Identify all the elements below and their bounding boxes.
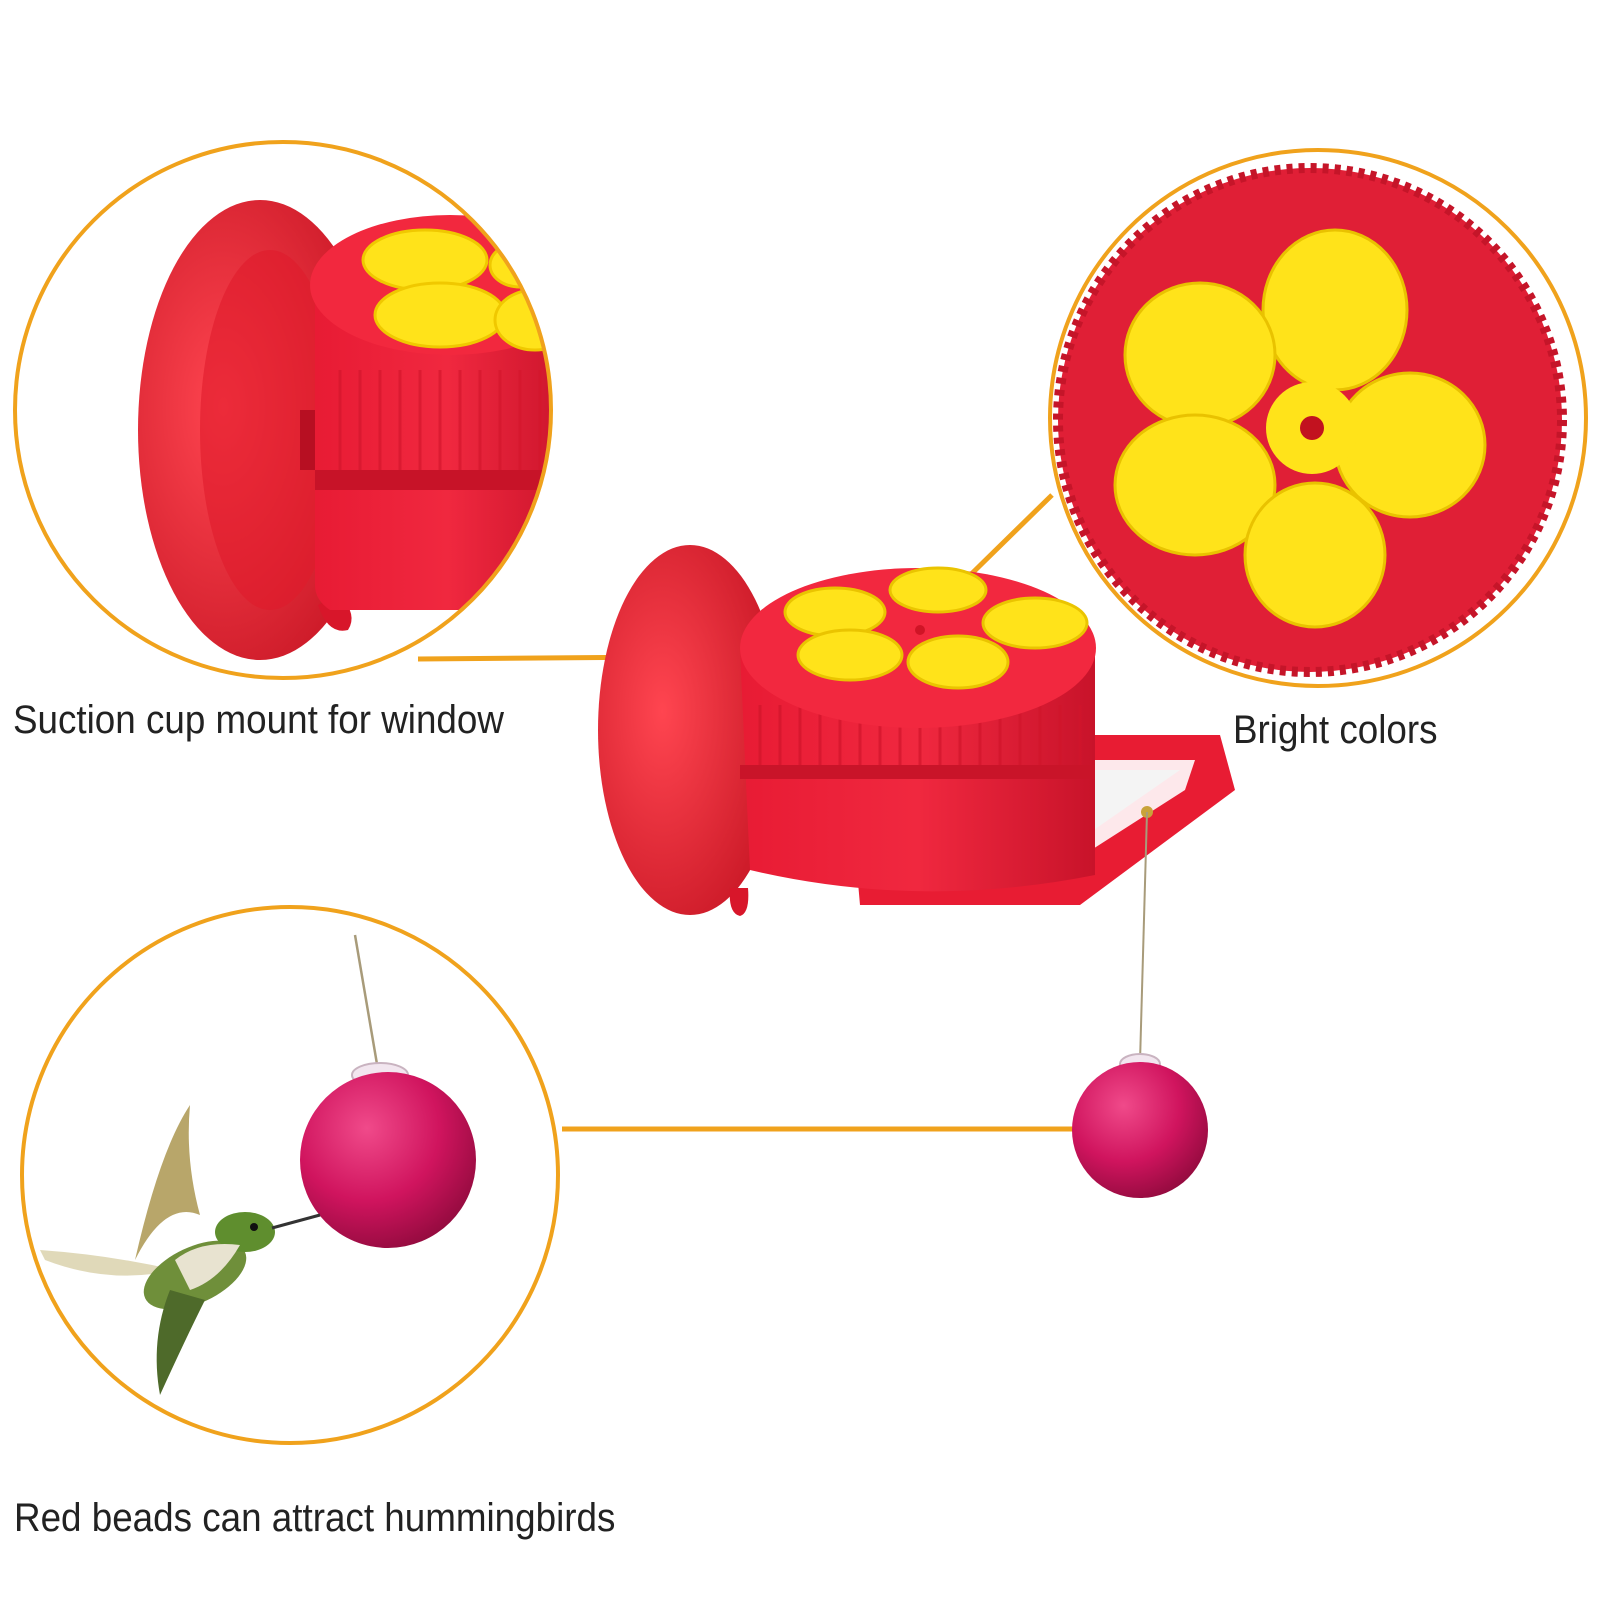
red-bead-icon — [300, 1072, 476, 1248]
zoom-circle-suction-cup — [13, 140, 553, 680]
hummingbird-icon — [40, 1105, 321, 1395]
flower-feeder-port-icon — [783, 566, 1089, 690]
feature-caption-bright-colors: Bright colors — [1233, 708, 1438, 752]
feeder-product — [598, 545, 1235, 1198]
suction-cup-icon — [598, 545, 782, 916]
red-bead-icon — [1072, 1062, 1208, 1198]
feature-caption-suction-cup: Suction cup mount for window — [13, 698, 504, 742]
zoom-circle-bright-colors — [1048, 148, 1588, 688]
flower-feeder-port-icon — [1113, 228, 1487, 629]
feature-caption-red-beads: Red beads can attract hummingbirds — [14, 1496, 616, 1540]
zoom-circle-red-beads — [20, 905, 560, 1445]
